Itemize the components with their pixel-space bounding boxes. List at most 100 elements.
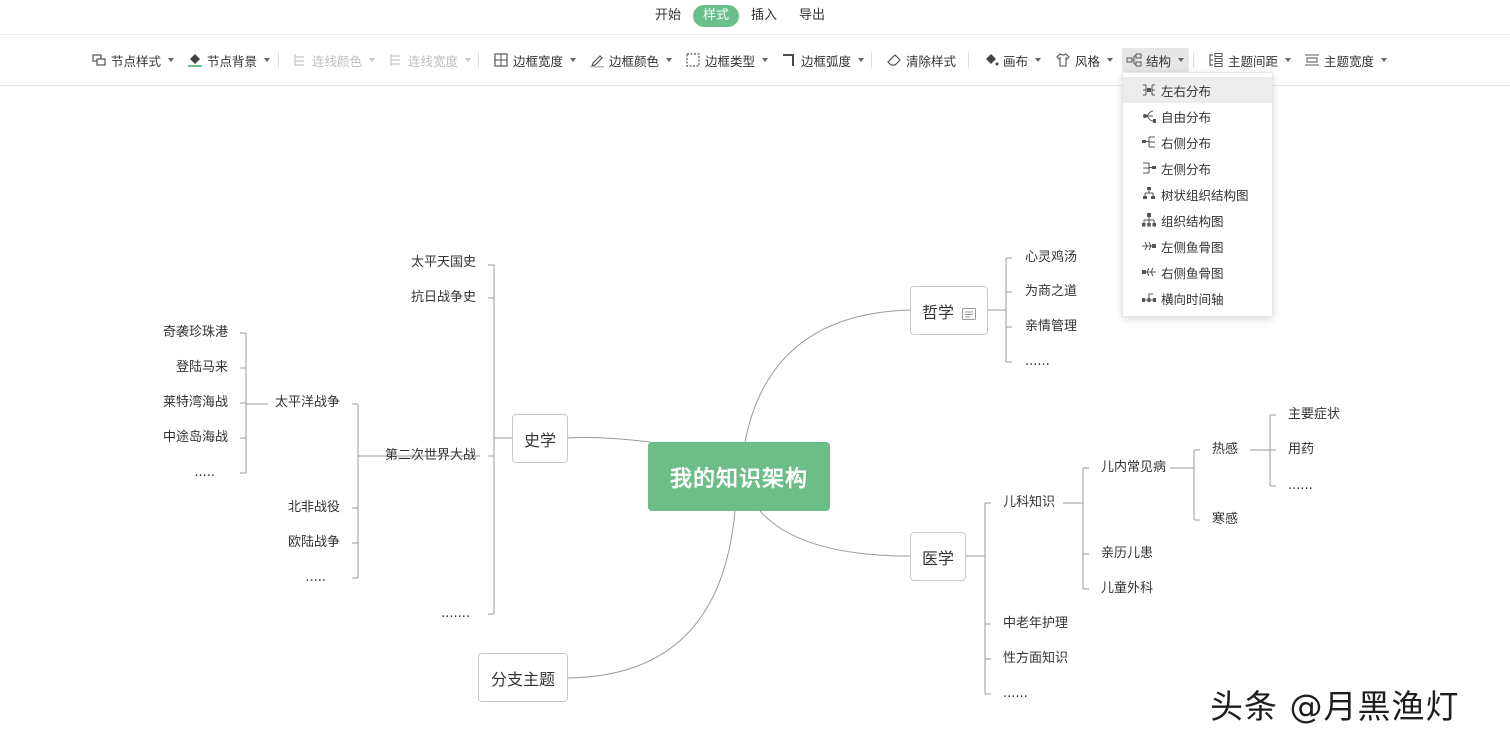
structure-option-label: 横向时间轴 (1161, 291, 1224, 307)
chevron-down-icon (570, 58, 577, 62)
structure-icon (1126, 52, 1142, 68)
topic-sex-knowledge[interactable]: 性方面知识 (1003, 651, 1069, 666)
topic-philosophy-label: 哲学 (922, 302, 955, 322)
topic-experience[interactable]: 亲历儿患 (1101, 546, 1154, 561)
topic-north-africa[interactable]: 北非战役 (287, 500, 340, 515)
structure-option-org[interactable]: 组织结构图 (1123, 207, 1272, 233)
topic-philosophy[interactable]: 哲学 (910, 286, 988, 335)
topic-family[interactable]: 亲情管理 (1025, 319, 1078, 334)
topic-chicken-soup[interactable]: 心灵鸡汤 (1025, 250, 1078, 265)
topic-width-label: 主题宽度 (1324, 53, 1375, 69)
topic-elderly-care[interactable]: 中老年护理 (1003, 616, 1069, 631)
line-width-label: 连线宽度 (408, 53, 459, 69)
theme-style-button[interactable]: 风格 (1055, 48, 1114, 72)
topic-common-disease[interactable]: 儿内常见病 (1101, 460, 1167, 475)
structure-option-label: 左侧鱼骨图 (1161, 239, 1224, 255)
clear-style-button[interactable]: 清除样式 (886, 48, 956, 72)
chevron-down-icon (369, 58, 376, 62)
line-color-icon (292, 52, 308, 68)
topic-malaya[interactable]: 登陆马来 (175, 360, 228, 375)
structure-button[interactable]: 结构 (1122, 48, 1190, 72)
topic-history[interactable]: 史学 (512, 414, 568, 463)
line-color-button[interactable]: 连线颜色 (292, 48, 376, 72)
topic-width-button[interactable]: 主题宽度 (1304, 48, 1388, 72)
root-topic[interactable]: 我的知识架构 (648, 442, 830, 511)
topic-ww2-more[interactable]: ..... (305, 570, 326, 585)
structure-option-tree-org[interactable]: 树状组织结构图 (1123, 181, 1272, 207)
chevron-down-icon (1178, 58, 1185, 62)
topic-philosophy-more[interactable]: ...... (1025, 354, 1050, 369)
note-icon[interactable] (962, 305, 977, 320)
structure-option-label: 组织结构图 (1161, 213, 1224, 229)
topic-pacific-more[interactable]: ..... (194, 465, 215, 480)
topic-business[interactable]: 为商之道 (1025, 284, 1078, 299)
eraser-icon (886, 52, 902, 68)
toolbar-divider (871, 52, 872, 68)
node-background-label: 节点背景 (207, 53, 258, 69)
node-background-button[interactable]: 节点背景 (187, 48, 271, 72)
structure-option-label: 右侧分布 (1161, 135, 1212, 151)
structure-option-free[interactable]: 自由分布 (1123, 103, 1272, 129)
border-color-button[interactable]: 边框颜色 (589, 48, 673, 72)
topic-symptoms[interactable]: 主要症状 (1288, 407, 1341, 422)
border-radius-button[interactable]: 边框弧度 (781, 48, 865, 72)
structure-dropdown: 左右分布 自由分布 右侧分布 左侧分布 树状组织结构图 组织结构图 左侧鱼骨图 … (1122, 72, 1273, 317)
topic-antijapan[interactable]: 抗日战争史 (410, 290, 476, 305)
chevron-down-icon (1107, 58, 1114, 62)
topic-leyte[interactable]: 莱特湾海战 (162, 395, 228, 410)
structure-option-label: 自由分布 (1161, 109, 1212, 125)
structure-option-right[interactable]: 右侧分布 (1123, 129, 1272, 155)
topic-europe[interactable]: 欧陆战争 (287, 535, 340, 550)
chevron-down-icon (666, 58, 673, 62)
line-width-button[interactable]: 连线宽度 (388, 48, 472, 72)
topic-child-surgery[interactable]: 儿童外科 (1101, 581, 1154, 596)
canvas-button[interactable]: 画布 (983, 48, 1042, 72)
structure-option-label: 左侧分布 (1161, 161, 1212, 177)
border-type-button[interactable]: 边框类型 (685, 48, 769, 72)
topic-fever-cold[interactable]: 寒感 (1212, 512, 1239, 527)
topic-history-more[interactable]: ....... (441, 606, 470, 621)
topic-pacific-war[interactable]: 太平洋战争 (274, 395, 340, 410)
structure-option-left[interactable]: 左侧分布 (1123, 155, 1272, 181)
topic-ww2[interactable]: 第二次世界大战 (384, 448, 476, 463)
tab-divider (0, 34, 1510, 35)
topic-pearl-harbor[interactable]: 奇袭珍珠港 (162, 325, 228, 340)
timeline-icon (1142, 291, 1156, 305)
tab-insert[interactable]: 插入 (751, 8, 778, 23)
topic-fever-hot[interactable]: 热感 (1212, 442, 1239, 457)
border-radius-label: 边框弧度 (801, 53, 852, 69)
topic-spacing-button[interactable]: 主题间距 (1208, 48, 1292, 72)
pen-icon (589, 52, 605, 68)
structure-option-label: 左右分布 (1161, 83, 1212, 99)
clear-style-label: 清除样式 (906, 53, 957, 69)
topic-taiping[interactable]: 太平天国史 (410, 255, 476, 270)
paint-bucket-icon (187, 52, 203, 68)
theme-style-label: 风格 (1075, 53, 1101, 69)
watermark: 头条 @月黑渔灯 (1210, 687, 1460, 726)
toolbar-divider-line (0, 85, 1510, 86)
topic-medication[interactable]: 用药 (1288, 442, 1315, 457)
topic-midway[interactable]: 中途岛海战 (162, 430, 228, 445)
structure-option-right-fishbone[interactable]: 右侧鱼骨图 (1123, 259, 1272, 285)
node-style-button[interactable]: 节点样式 (91, 48, 175, 72)
tab-style[interactable]: 样式 (693, 5, 740, 27)
topic-medicine[interactable]: 医学 (910, 532, 966, 581)
topic-branch[interactable]: 分支主题 (478, 653, 568, 702)
topic-pediatrics[interactable]: 儿科知识 (1003, 495, 1056, 510)
border-width-button[interactable]: 边框宽度 (493, 48, 577, 72)
topic-fever-more[interactable]: ...... (1288, 478, 1313, 493)
topic-medicine-more[interactable]: ...... (1003, 686, 1028, 701)
tab-start[interactable]: 开始 (655, 8, 682, 23)
structure-option-timeline[interactable]: 横向时间轴 (1123, 285, 1272, 311)
structure-option-left-right[interactable]: 左右分布 (1123, 77, 1272, 103)
canvas-label: 画布 (1003, 53, 1029, 69)
mindmap-canvas[interactable]: 我的知识架构 史学 太平天国史 抗日战争史 第二次世界大战 ....... 太平… (0, 86, 1510, 748)
chevron-down-icon (762, 58, 769, 62)
structure-option-left-fishbone[interactable]: 左侧鱼骨图 (1123, 233, 1272, 259)
structure-option-label: 右侧鱼骨图 (1161, 265, 1224, 281)
right-layout-icon (1142, 135, 1156, 149)
chevron-down-icon (1035, 58, 1042, 62)
free-layout-icon (1142, 109, 1156, 123)
tab-export[interactable]: 导出 (799, 8, 826, 23)
style-toolbar: 节点样式 节点背景 连线颜色 连线宽度 边框宽度 边框颜色 边框类型 边框弧度 … (0, 35, 1510, 85)
